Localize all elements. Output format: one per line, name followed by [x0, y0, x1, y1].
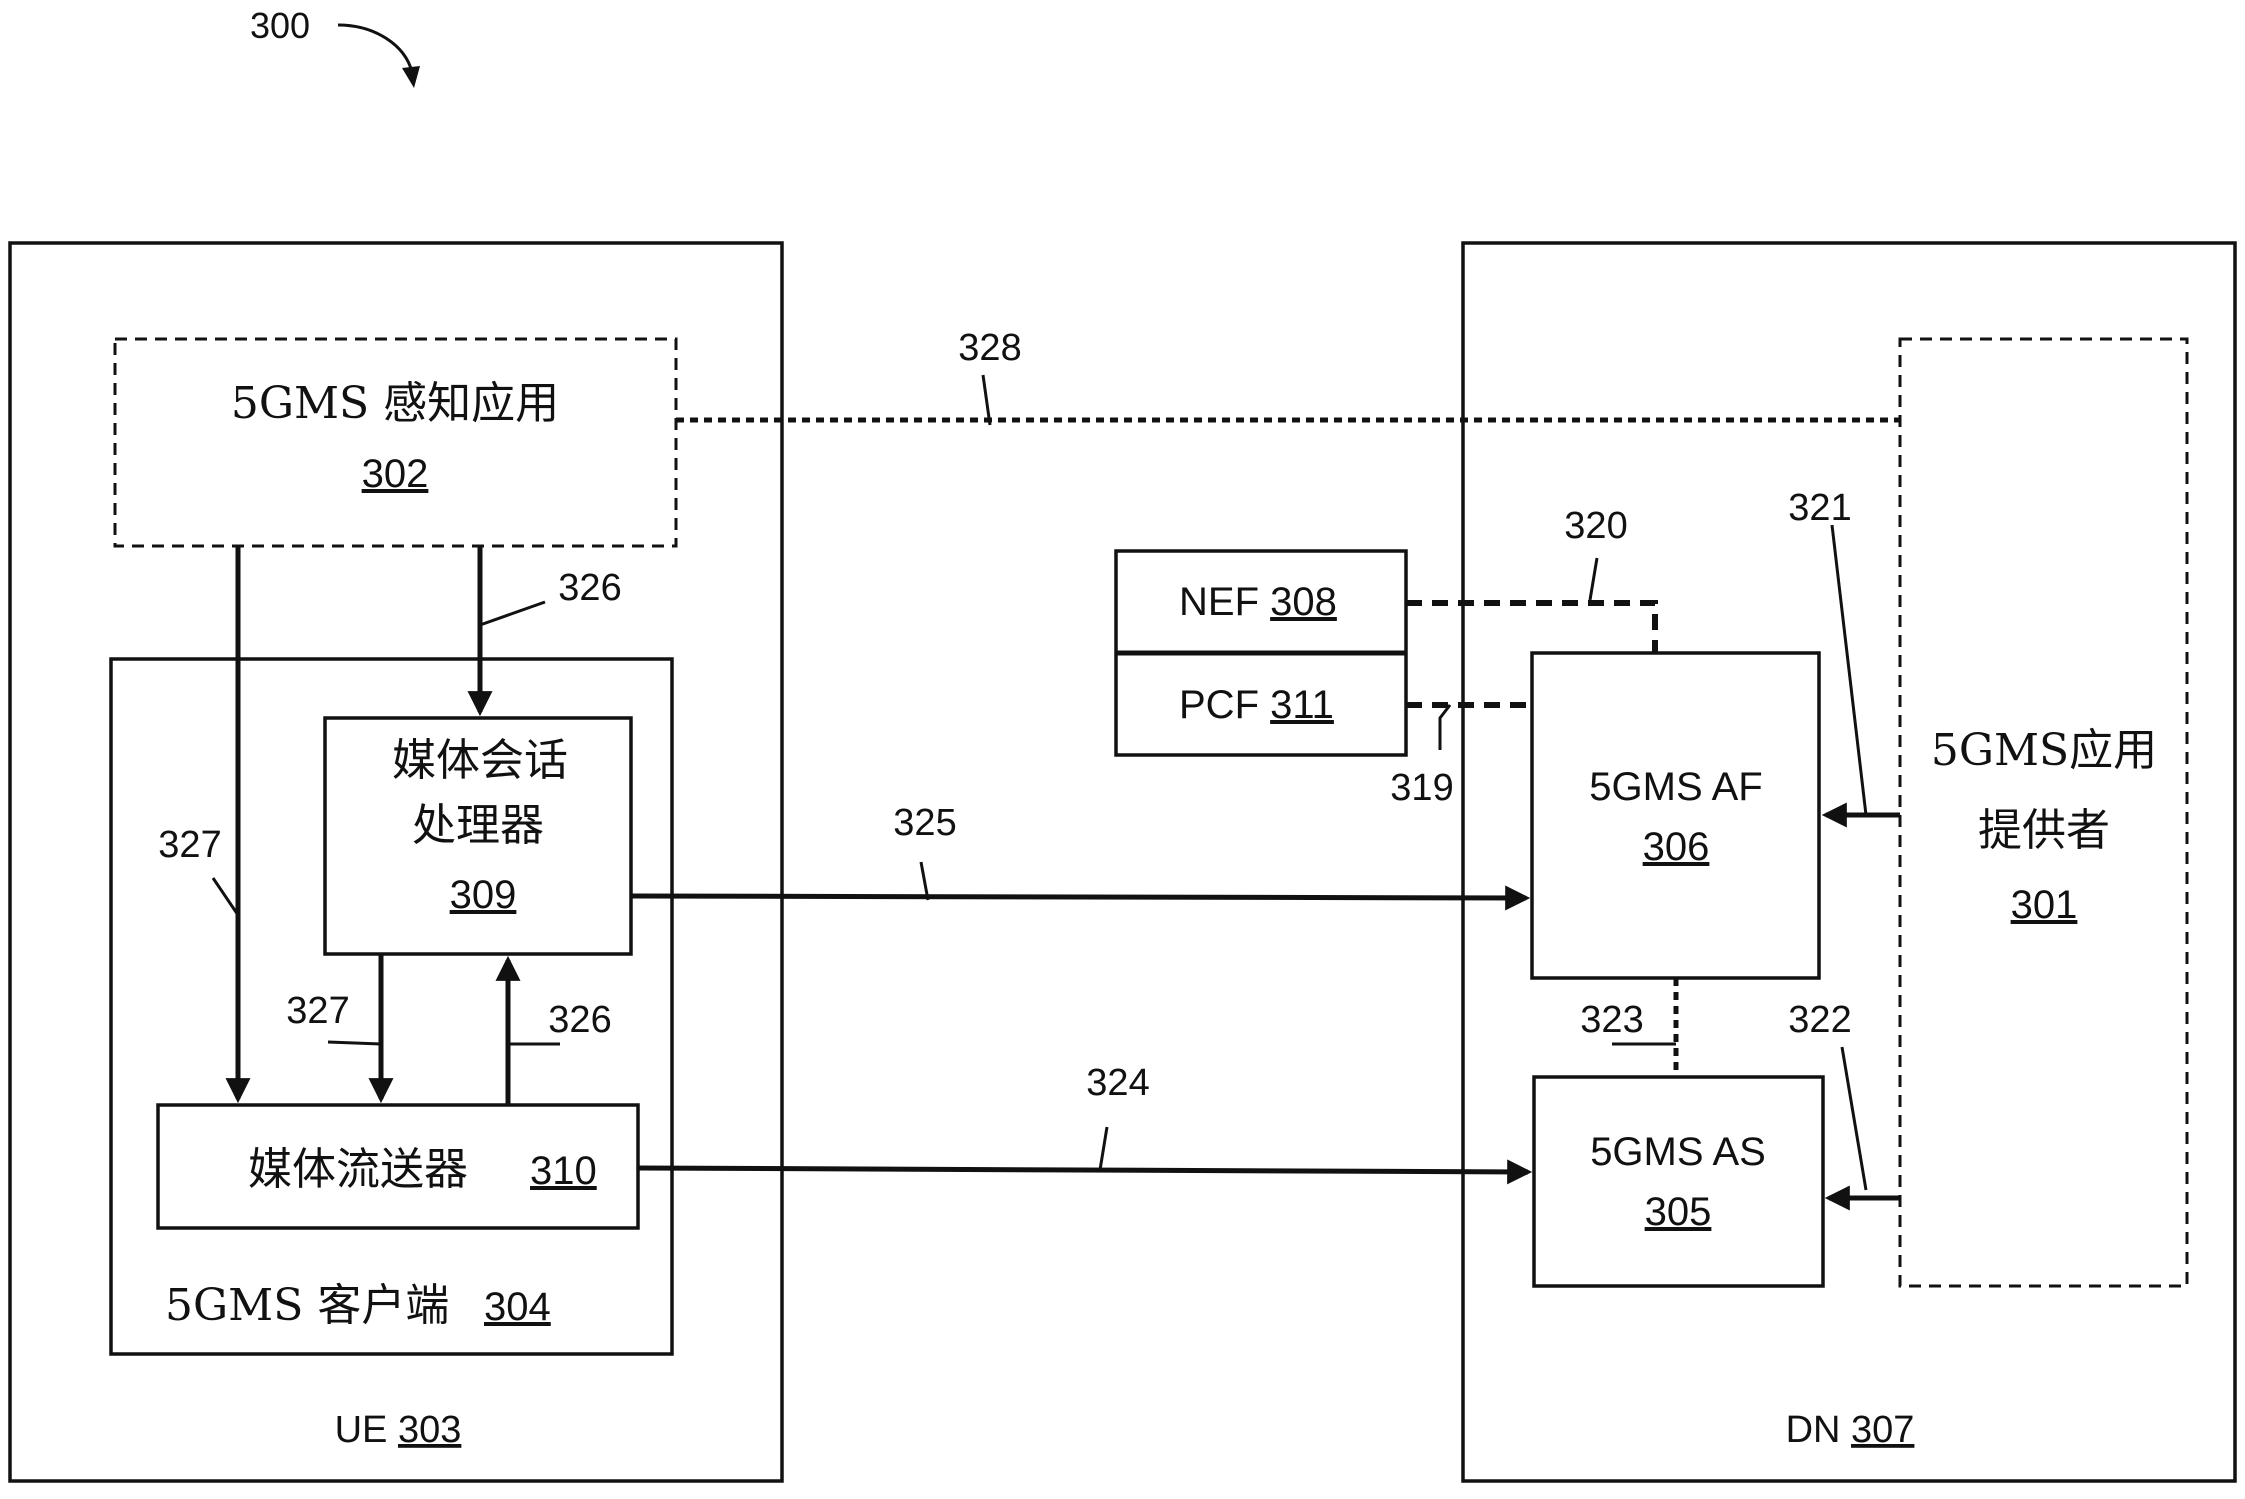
provider-label-backdrop	[1906, 648, 2181, 910]
interface-323-label: 323	[1580, 999, 1643, 1041]
interface-324-label: 324	[1086, 1062, 1149, 1104]
interface-327-left-label: 327	[158, 824, 221, 866]
interface-320-label: 320	[1564, 505, 1627, 547]
figure-number-leader	[337, 23, 414, 73]
af-ref: 306	[1643, 825, 1710, 869]
interface-322-leader	[1840, 1046, 1868, 1191]
as-box	[1532, 1075, 1825, 1288]
interface-328-leader	[981, 374, 992, 426]
aware-app-box	[113, 337, 678, 548]
provider-ref: 301	[2011, 883, 2078, 927]
interface-327-left-leader	[211, 877, 240, 916]
interface-320-line	[1406, 600, 1658, 653]
session-handler-line1: 媒体会话	[392, 735, 568, 786]
provider-line1: 5GMS应用	[1931, 725, 2157, 776]
interface-327-bottom-label: 327	[286, 990, 349, 1032]
interface-321-label: 321	[1788, 487, 1851, 529]
media-player-label: 媒体流送器	[248, 1144, 468, 1195]
ue-label: UE 303	[335, 1409, 462, 1451]
interface-326-top-label: 326	[558, 567, 621, 609]
as-ref: 305	[1645, 1190, 1712, 1234]
as-label: 5GMS AS	[1590, 1130, 1766, 1174]
client-box	[109, 657, 674, 1356]
interface-319-label: 319	[1390, 767, 1453, 809]
aware-app-ref: 302	[362, 452, 429, 496]
interface-326-top-leader	[479, 600, 546, 627]
figure-number-arrowhead	[402, 66, 420, 88]
interface-325-arrow	[630, 885, 1531, 911]
dn-box	[1461, 241, 2237, 1483]
interface-320-leader	[1588, 557, 1599, 601]
session-handler-line2: 处理器	[412, 800, 544, 851]
media-player-box	[156, 1103, 640, 1230]
af-label: 5GMS AF	[1589, 765, 1762, 809]
dn-label: DN 307	[1786, 1409, 1915, 1451]
aware-app-label: 5GMS 感知应用	[231, 378, 559, 429]
nef-label: NEF 308	[1179, 580, 1337, 624]
interface-326-bottom-label: 326	[548, 999, 611, 1041]
client-label: 5GMS 客户端	[165, 1280, 449, 1331]
session-handler-box	[323, 716, 633, 956]
interface-325-leader	[919, 861, 930, 901]
interface-328-label: 328	[958, 327, 1021, 369]
interface-325-label: 325	[893, 802, 956, 844]
figure-number: 300	[250, 5, 310, 46]
ue-box	[8, 241, 784, 1483]
provider-box	[1898, 337, 2189, 1288]
session-handler-ref: 309	[450, 873, 517, 917]
af-box	[1530, 651, 1821, 980]
interface-324-leader	[1098, 1126, 1109, 1171]
interface-327-bottom-leader	[327, 1040, 382, 1046]
client-ref: 304	[484, 1285, 551, 1329]
interface-324-arrow	[637, 1159, 1533, 1185]
interface-322-label: 322	[1788, 999, 1851, 1041]
media-player-ref: 310	[530, 1149, 597, 1193]
provider-line2: 提供者	[1978, 805, 2110, 856]
pcf-label: PCF 311	[1179, 683, 1334, 727]
interface-319-leader	[1438, 704, 1452, 750]
interface-321-leader	[1830, 524, 1868, 816]
